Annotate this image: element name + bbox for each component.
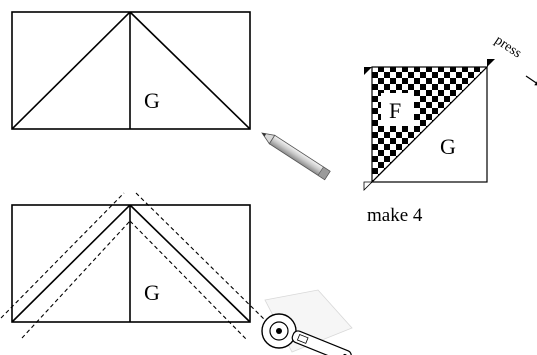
instruction-text: make 4 xyxy=(367,205,423,226)
seam-left-outer xyxy=(0,192,125,319)
arrow-right-icon xyxy=(525,75,537,86)
top-rectangle-label: G xyxy=(144,88,160,113)
f-label-box xyxy=(381,93,414,126)
seam-right-outer xyxy=(135,192,268,323)
square-diagonal xyxy=(371,66,488,183)
press-label: press xyxy=(492,33,524,62)
square-label-f: F xyxy=(389,98,401,123)
bottom-left-diagonal xyxy=(11,204,131,323)
rotary-cutter-icon xyxy=(261,289,353,355)
top-right-diagonal xyxy=(129,11,251,130)
dog-ear-top xyxy=(364,67,372,75)
top-rectangle xyxy=(11,11,251,130)
top-rectangle-unit xyxy=(11,11,251,130)
seam-left-inner xyxy=(21,220,131,339)
bottom-right-diagonal xyxy=(129,204,251,323)
pencil-icon xyxy=(261,132,331,181)
square-outline xyxy=(371,66,488,183)
bottom-rectangle-label: G xyxy=(144,280,160,305)
dog-ear-right xyxy=(487,59,495,67)
hst-square xyxy=(363,59,495,191)
seam-lines xyxy=(0,192,268,341)
bottom-rectangle-unit xyxy=(0,192,268,341)
square-label-g: G xyxy=(440,134,456,159)
dog-ear-bottom xyxy=(363,181,373,191)
top-left-diagonal xyxy=(11,11,131,130)
